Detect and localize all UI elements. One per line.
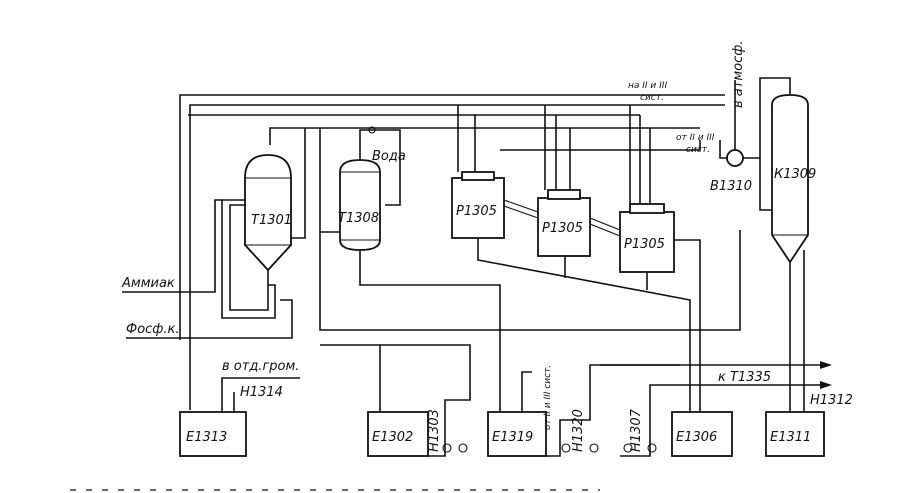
fan-b1310: В1310 — [710, 80, 760, 194]
tank-e1319: Е1319 — [487, 411, 547, 457]
pipe-h1320-loop — [546, 364, 680, 457]
r1305b-label: Р1305 — [542, 221, 583, 236]
vessel-t1301: Т1301 — [244, 154, 292, 272]
r1305b-cap — [547, 189, 581, 200]
outlet-lines: к Т1335 — [600, 361, 832, 389]
e1313-body — [179, 411, 247, 457]
pipe-t1308-water — [359, 129, 401, 206]
reactor-1: Р1305 — [451, 171, 505, 239]
pump-h1320-a — [561, 443, 571, 453]
from-systems-mid-label: от II и III сист. — [543, 365, 553, 430]
t1308-body — [339, 159, 381, 251]
e1319-body — [487, 411, 547, 457]
to-systems-label-2: сист. — [640, 93, 664, 103]
to-t1335-label: к Т1335 — [718, 370, 771, 385]
e1306-label: Е1306 — [676, 430, 717, 445]
e1306-body — [671, 411, 733, 457]
pipe-r3-to-e1306 — [674, 239, 701, 412]
e1311-body — [765, 411, 825, 457]
t1301-label: Т1301 — [251, 213, 292, 228]
pipe-top-second — [189, 104, 725, 410]
r1305c-label: Р1305 — [624, 237, 665, 252]
pipe-t1308-to-e1319 — [359, 250, 501, 412]
e1319-label: Е1319 — [492, 430, 533, 445]
pipe-top-main — [179, 94, 725, 340]
k1309-body — [771, 94, 809, 264]
h1303-label: Н1303 — [427, 409, 442, 452]
r1305c-body — [619, 211, 675, 273]
r1305a-label: Р1305 — [456, 204, 497, 219]
pump-h1303-a — [442, 443, 452, 453]
e1313-label: Е1313 — [186, 430, 227, 445]
e1302-body — [367, 411, 429, 457]
pipe-r1-to-e1306 — [477, 238, 691, 412]
r1305c-cap — [629, 203, 665, 214]
water-label: Вода — [372, 149, 406, 164]
e1311-label: Е1311 — [770, 430, 811, 445]
from-systems-label: от II и III — [676, 133, 715, 143]
pipe-phosph-acid — [126, 299, 293, 339]
tank-e1313: Е1313 — [179, 411, 247, 457]
h1307-label: Н1307 — [629, 408, 644, 452]
h1320-label: Н1320 — [571, 409, 586, 452]
pipe-b1310-in — [719, 140, 727, 159]
pipe-k1309-top — [759, 77, 791, 211]
pump-h1303-b — [458, 443, 468, 453]
b1310-body — [726, 149, 744, 167]
to-atm-label: в атмосф. — [731, 41, 746, 109]
pump-h1320-b — [589, 443, 599, 453]
loop-t1301-inner — [229, 204, 269, 311]
b1310-label: В1310 — [710, 179, 752, 194]
from-systems-label-2: сист. — [686, 145, 710, 155]
vessel-t1308: Т1308 — [338, 159, 381, 251]
outlet-arrow-1 — [820, 361, 832, 369]
pipe-e1313-grom — [221, 377, 300, 412]
h1314-label: Н1314 — [240, 385, 283, 400]
pipe-e1302-up — [320, 344, 381, 412]
reactor-feeds — [457, 105, 651, 204]
overflow-1-2b — [503, 205, 539, 219]
pump-h1307-a — [623, 443, 633, 453]
r1305a-cap — [461, 171, 495, 181]
h1312-label: Н1312 — [810, 393, 853, 408]
e1302-label: Е1302 — [372, 430, 413, 445]
r1305b-body — [537, 197, 591, 257]
pumps — [442, 443, 657, 453]
pump-h1307-b — [647, 443, 657, 453]
ammonia-label: Аммиак — [121, 276, 175, 291]
pipe-h1303-loop — [380, 344, 471, 457]
tank-e1311: Е1311 — [765, 411, 825, 457]
pipe-h1307-loop — [620, 384, 680, 457]
loop-t1301-outer — [221, 199, 276, 319]
phosph-acid-label: Фосф.к. — [126, 322, 180, 337]
top-pipes — [179, 94, 725, 410]
reactor-2: Р1305 — [537, 189, 591, 257]
pipe-ammonia — [122, 199, 222, 293]
overflow-2-3a — [589, 217, 621, 231]
pipe-t1301-top — [269, 127, 320, 145]
pipe-e1319-up — [521, 371, 532, 412]
pipe-from-systems — [500, 140, 701, 151]
overflow-2-3b — [589, 223, 621, 237]
pipe-t1301-right — [291, 128, 306, 239]
to-grom-label: в отд.гром. — [222, 359, 299, 374]
k1309-label: К1309 — [774, 167, 816, 182]
tank-e1306: Е1306 — [671, 411, 733, 457]
to-systems-label: на II и III — [628, 81, 667, 91]
overflow-1-2a — [503, 199, 539, 213]
valve-water — [368, 126, 376, 134]
t1308-label: Т1308 — [338, 211, 379, 226]
outlet-arrow-2 — [820, 381, 832, 389]
reactor-3: Р1305 — [619, 203, 675, 273]
pipe-return-loop — [319, 128, 741, 331]
column-k1309: К1309 — [771, 94, 816, 264]
tank-e1302: Е1302 — [367, 411, 429, 457]
